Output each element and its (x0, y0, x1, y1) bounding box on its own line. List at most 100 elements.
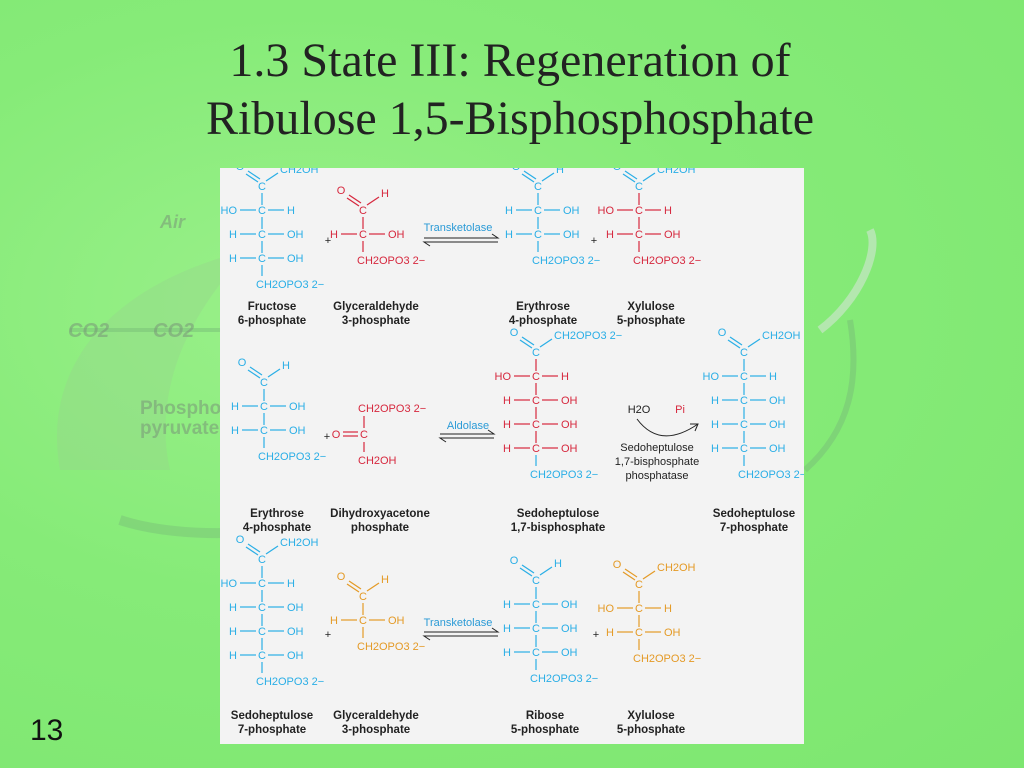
atom-right: OH (287, 602, 304, 614)
atom-c: C (740, 347, 748, 359)
atom-c: C (359, 591, 367, 603)
atom-o: O (236, 168, 245, 173)
atom-left: H (330, 229, 338, 241)
atom-c: C (360, 429, 368, 441)
atom-left: H (503, 419, 511, 431)
atom-o: O (236, 534, 245, 546)
side-enzyme-l3: phosphatase (626, 470, 689, 482)
atom-left: H (505, 229, 513, 241)
enzyme-aldolase: Aldolase (447, 420, 489, 432)
atom-group: H (381, 188, 389, 200)
atom-c: C (260, 401, 268, 413)
enzyme-transketolase-1: Transketolase (424, 222, 493, 234)
atom-bottom: CH2OPO3 2− (738, 469, 804, 481)
bond-double (348, 194, 362, 204)
atom-o: O (510, 327, 519, 339)
enzyme-transketolase-2: Transketolase (424, 617, 493, 629)
atom-right: OH (287, 229, 304, 241)
bond-single (541, 172, 555, 182)
atom-bottom: CH2OH (358, 455, 397, 467)
atom-c: C (740, 395, 748, 407)
atom-c: C (635, 627, 643, 639)
atom-c: C (740, 443, 748, 455)
atom-c: C (532, 443, 540, 455)
atom-c: C (740, 419, 748, 431)
caption-xylulose-2-l1: Xylulose (627, 710, 674, 722)
bond-single (366, 196, 380, 206)
atom-right: OH (289, 425, 306, 437)
bond-double (519, 339, 533, 349)
atom-left: H (330, 615, 338, 627)
atom-c: C (258, 578, 266, 590)
atom-left: H (503, 647, 511, 659)
atom-c: C (635, 229, 643, 241)
atom-right: OH (561, 647, 578, 659)
arrow-row3-head-rev (422, 635, 431, 641)
atom-group: CH2OH (280, 168, 319, 176)
atom-c: C (532, 395, 540, 407)
atom-c: C (532, 575, 540, 587)
atom-group: CH2OH (657, 562, 696, 574)
atom-left: HO (598, 205, 615, 217)
arrow-row1-head (491, 233, 500, 239)
bond-single (366, 582, 380, 592)
atom-left: H (229, 650, 237, 662)
atom-left: H (503, 395, 511, 407)
atom-left: HO (221, 578, 238, 590)
caption-s7p-l2: 7-phosphate (720, 522, 788, 534)
atom-c: C (534, 181, 542, 193)
atom-c: C (534, 229, 542, 241)
atom-o: O (332, 429, 341, 441)
plus-sign: + (591, 235, 597, 247)
atom-c: C (532, 599, 540, 611)
caption-s7p-2-l2: 7-phosphate (238, 724, 306, 736)
atom-c: C (260, 425, 268, 437)
bond-double (729, 336, 743, 346)
arc-arrow (636, 418, 699, 437)
atom-group: CH2OH (762, 330, 801, 342)
atom-bottom: CH2OPO3 2− (357, 255, 425, 267)
bond-double (245, 546, 259, 556)
atom-o: O (512, 168, 521, 173)
caption-xylulose-l2: 5-phosphate (617, 315, 685, 327)
atom-left: HO (221, 205, 238, 217)
bond-single (265, 545, 279, 555)
atom-c: C (532, 623, 540, 635)
bond-double (727, 339, 741, 349)
atom-c: C (635, 205, 643, 217)
atom-right: H (287, 205, 295, 217)
caption-g3p-l1: Glyceraldehyde (333, 301, 419, 313)
atom-right: OH (561, 443, 578, 455)
bond-double (622, 571, 636, 581)
caption-s7p-2-l1: Sedoheptulose (231, 710, 313, 722)
atom-c: C (258, 205, 266, 217)
bond-single (267, 368, 281, 378)
caption-erythrose-2-l2: 4-phosphate (243, 522, 311, 534)
title-line-1: 1.3 State III: Regeneration of (229, 34, 791, 87)
atom-right: OH (388, 615, 405, 627)
caption-erythrose-l2: 4-phosphate (509, 315, 577, 327)
atom-left: H (505, 205, 513, 217)
atom-left: HO (598, 603, 615, 615)
atom-c: C (635, 181, 643, 193)
atom-right: OH (287, 650, 304, 662)
caption-sbp-l1: Sedoheptulose (517, 508, 599, 520)
atom-right: OH (388, 229, 405, 241)
bond-double (523, 170, 537, 180)
atom-o: O (613, 168, 622, 173)
atom-right: OH (561, 395, 578, 407)
atom-right: H (287, 578, 295, 590)
calvin-cycle-figure: OCCH2OHCHOHCHOHCHOHCH2OPO3 2−Fructose6-p… (220, 168, 804, 744)
bond-double (348, 580, 362, 590)
caption-ribose-l1: Ribose (526, 710, 564, 722)
atom-right: OH (287, 626, 304, 638)
page-number: 13 (30, 714, 64, 747)
arrow-row1-head-rev (422, 241, 431, 247)
atom-group: CH2OH (657, 168, 696, 176)
caption-erythrose-2-l1: Erythrose (250, 508, 304, 520)
atom-right: H (769, 371, 777, 383)
arrow-row2-head (487, 429, 496, 435)
bond-single (539, 338, 553, 348)
bg-pyruvate-text: pyruvate (140, 418, 220, 439)
atom-right: OH (563, 229, 580, 241)
